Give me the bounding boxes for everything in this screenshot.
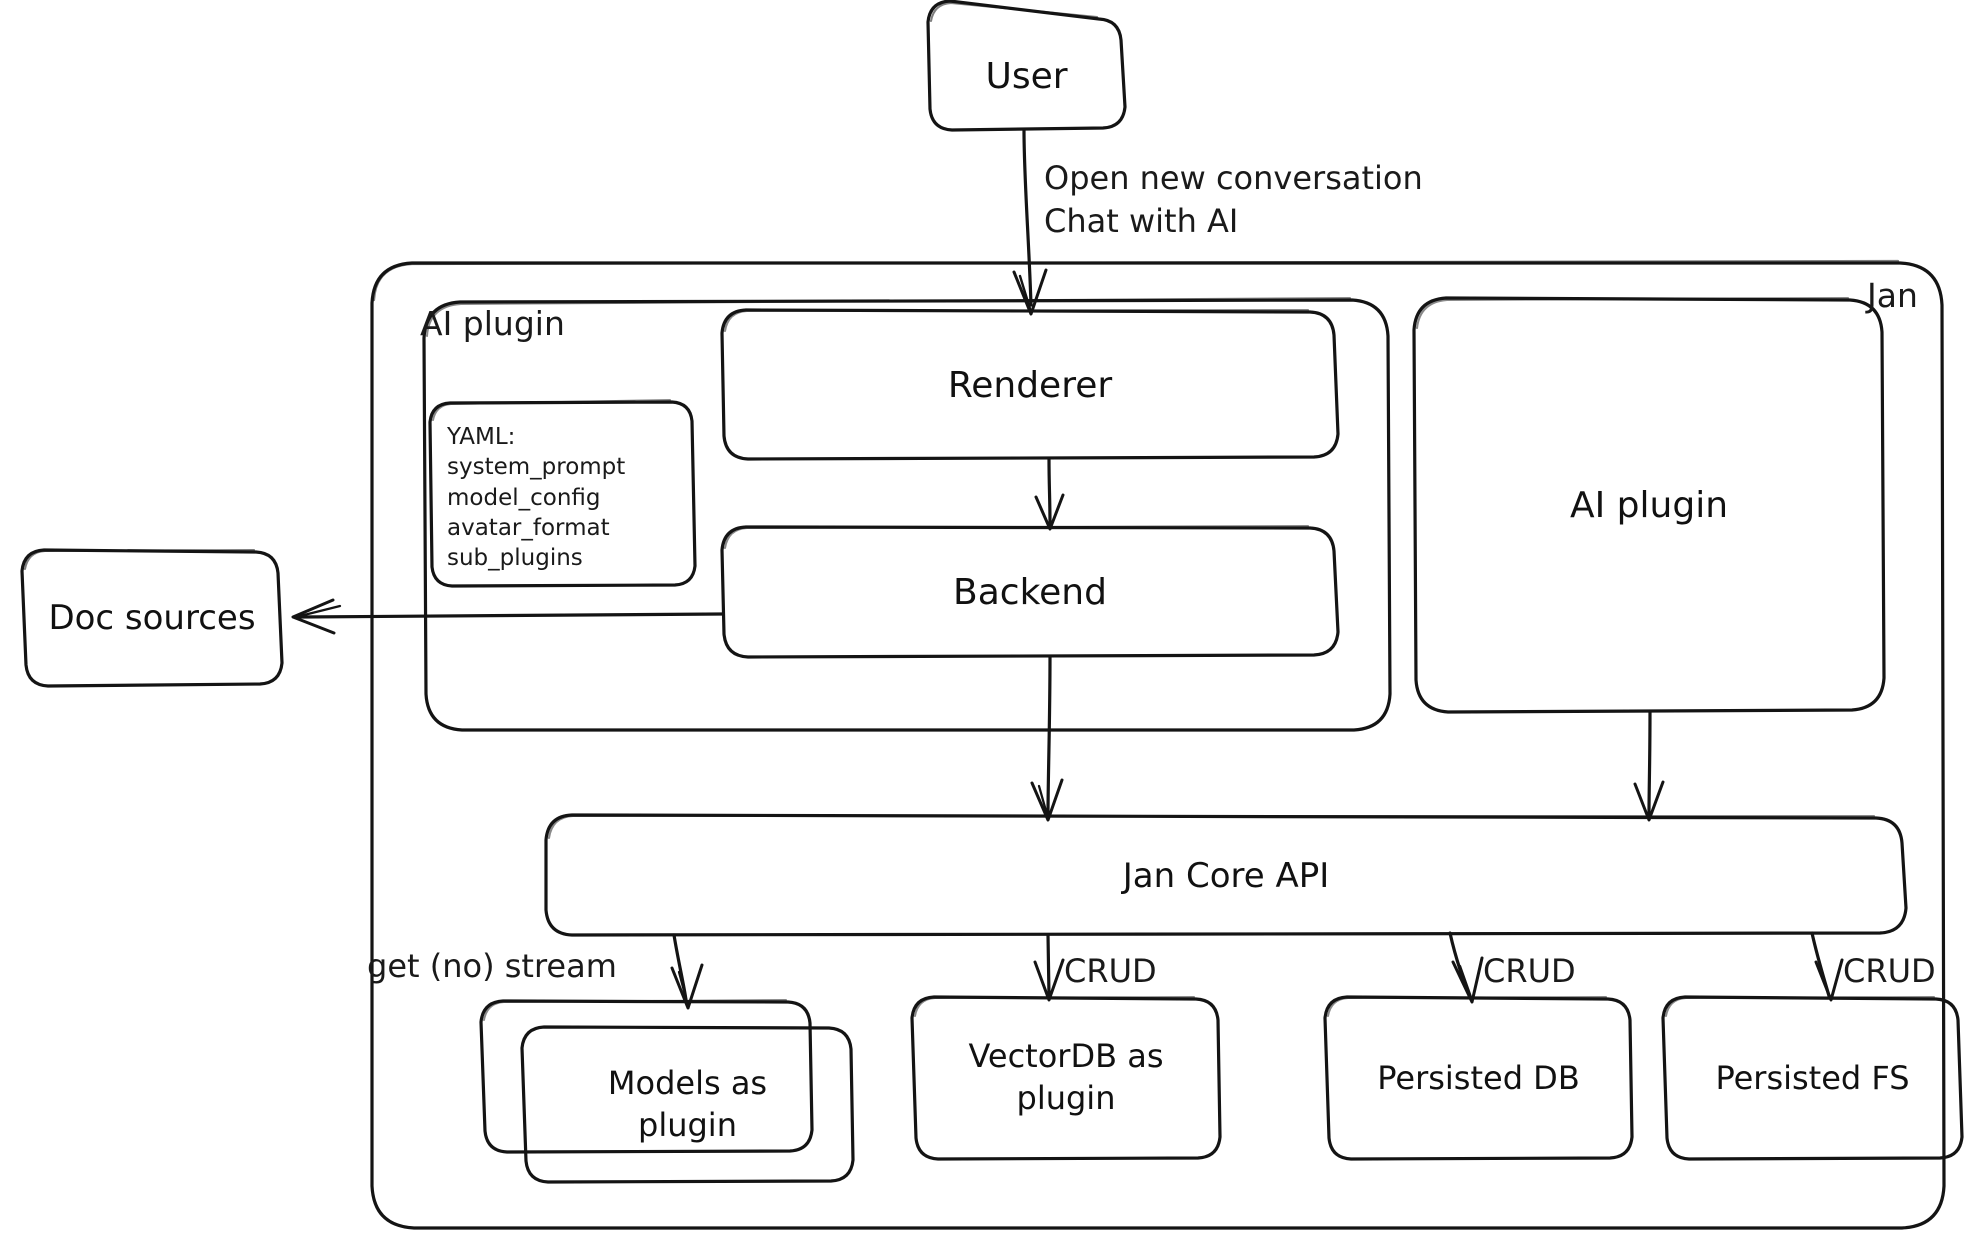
user-box-shape — [926, 0, 1127, 132]
models-plugin-back-box-shape — [479, 999, 814, 1154]
jan-container-label: Jan — [1867, 276, 1918, 315]
edge-label-core-to-persisted-fs: CRUD — [1843, 952, 1936, 990]
jan-core-api-box-shape — [544, 813, 1908, 937]
persisted-fs-box-shape — [1661, 995, 1964, 1161]
edge-label-core-to-models: get (no) stream — [367, 947, 617, 985]
edge-label-core-to-vectordb: CRUD — [1064, 952, 1157, 990]
edge-backend-to-core — [1046, 655, 1052, 816]
yaml-box-text: YAML: system_prompt model_config avatar_… — [447, 424, 626, 572]
ai-plugin-container-shape — [422, 298, 1392, 732]
edge-core-to-vectordb — [1046, 933, 1051, 998]
edge-ai-plugin-right-to-core — [1647, 710, 1652, 816]
edge-user-to-renderer — [1022, 128, 1033, 307]
doc-sources-box-shape — [20, 548, 284, 688]
edge-label-core-to-persisted-db: CRUD — [1483, 952, 1576, 990]
renderer-box-shape — [720, 308, 1340, 461]
persisted-db-box-shape — [1323, 995, 1634, 1161]
backend-box-shape — [720, 525, 1340, 659]
edge-renderer-to-backend — [1047, 457, 1052, 526]
ai-plugin-right-box-shape — [1412, 296, 1886, 714]
edge-backend-to-doc-sources — [298, 612, 724, 619]
vectordb-plugin-box-shape — [910, 995, 1222, 1161]
jan-container-shape — [370, 261, 1946, 1230]
yaml-box-shape — [428, 400, 697, 588]
edge-label-user-to-renderer: Open new conversation Chat with AI — [1044, 159, 1423, 240]
ai-plugin-container-label: AI plugin — [420, 304, 565, 343]
models-plugin-front-box-shape — [520, 1025, 855, 1184]
